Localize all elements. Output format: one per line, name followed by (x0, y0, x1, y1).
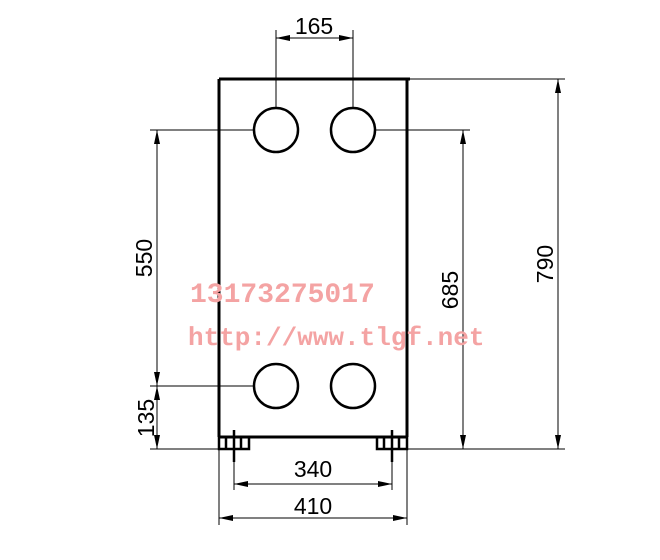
arrowheads (154, 35, 561, 521)
right-foot (375, 430, 409, 462)
port-holes (252, 106, 377, 410)
dim-label-790: 790 (532, 245, 558, 283)
dimension-lines (150, 30, 565, 525)
dim-label-685: 685 (437, 271, 463, 309)
watermark-url: http://www.tlgf.net (188, 323, 484, 353)
left-foot (217, 430, 251, 462)
port-top-right (329, 106, 377, 154)
frame-outline (217, 77, 410, 439)
port-bottom-right (329, 362, 377, 410)
feet (217, 430, 409, 462)
dim-label-165: 165 (295, 13, 333, 39)
dim-label-410: 410 (294, 493, 332, 519)
dim-label-135: 135 (133, 399, 159, 437)
dim-label-340: 340 (294, 456, 332, 482)
port-bottom-left (252, 362, 300, 410)
watermark-phone: 13173275017 (190, 280, 375, 311)
dim-label-550: 550 (131, 239, 157, 277)
port-top-left (252, 106, 300, 154)
